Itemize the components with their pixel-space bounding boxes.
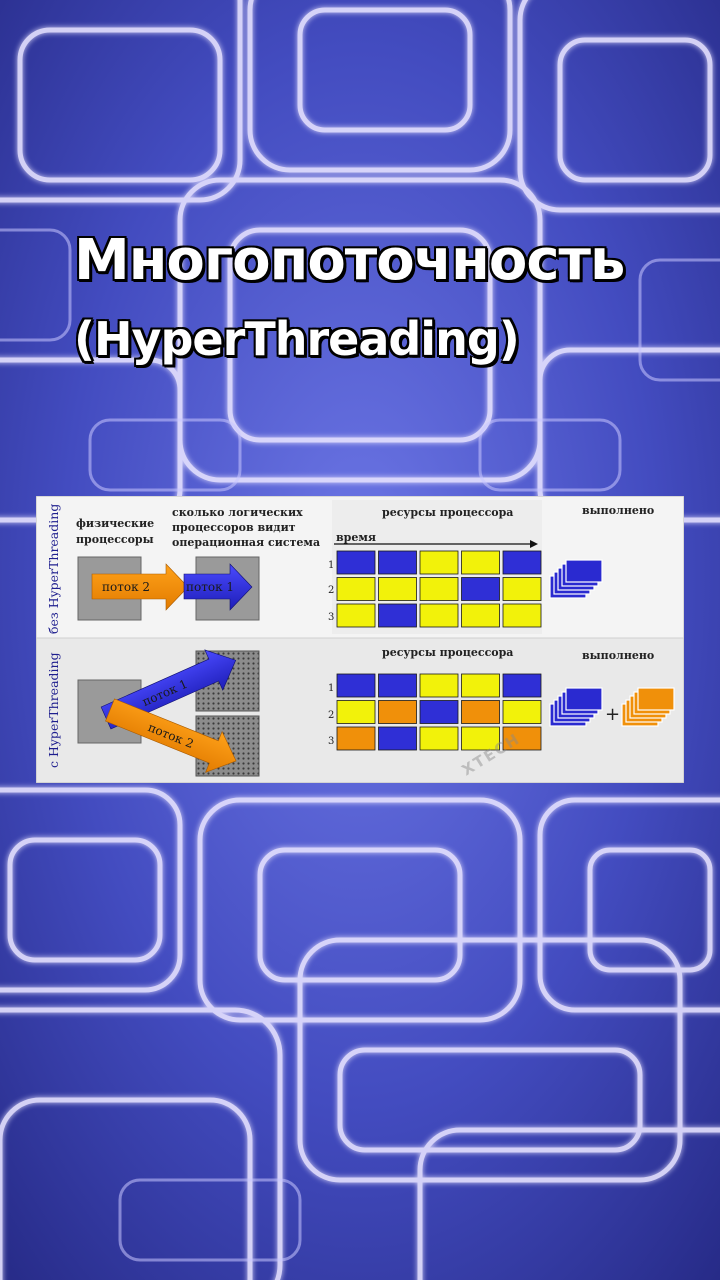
logical-label-line2: процессоров видит [172, 521, 296, 534]
resource-bottom-cell-r1-c5 [502, 673, 542, 698]
resource-top-cell-r1-c2 [378, 550, 417, 575]
done-stack-top [549, 559, 603, 599]
thread-2-arrow-top [91, 563, 189, 611]
logical-label-line3: операционная система [172, 536, 320, 549]
resource-bottom-cell-r3-c2 [378, 726, 417, 751]
resource-top-cell-r3-c1 [336, 603, 376, 628]
resource-bottom-cell-r1-c4 [461, 673, 500, 698]
resources-label-top: ресурсы процессора [382, 506, 513, 519]
done-stack-bottom-blue [549, 687, 603, 727]
row-number-top-1: 1 [328, 560, 334, 571]
thread-2-label-top: поток 2 [102, 580, 150, 594]
resource-bottom-cell-r1-c2 [378, 673, 417, 698]
resource-top-cell-r2-c1 [336, 577, 376, 601]
resource-grid-top [336, 550, 542, 628]
resource-top-cell-r2-c2 [378, 577, 417, 601]
resource-bottom-cell-r2-c1 [336, 700, 376, 724]
time-label: время [336, 531, 376, 544]
logical-processors-label: сколько логических процессоров видит опе… [172, 506, 320, 549]
physical-label-line2: процессоры [76, 533, 154, 546]
resource-top-cell-r3-c3 [419, 603, 459, 628]
done-label-top: выполнено [582, 504, 654, 517]
resource-top-cell-r2-c5 [502, 577, 542, 601]
row-number-top-3: 3 [328, 612, 334, 623]
resource-bottom-cell-r2-c2 [378, 700, 417, 724]
thread-1-arrow-top [183, 563, 253, 611]
resource-bottom-cell-r2-c5 [502, 700, 542, 724]
resource-top-cell-r3-c2 [378, 603, 417, 628]
resource-bottom-cell-r3-c3 [419, 726, 459, 751]
resource-bottom-cell-r1-c3 [419, 673, 459, 698]
resource-bottom-cell-r3-c1 [336, 726, 376, 751]
resource-bottom-cell-r2-c4 [461, 700, 500, 724]
done-label-bottom: выполнено [582, 649, 654, 662]
page-subtitle: (HyperThreading) [74, 312, 520, 366]
physical-processors-label: физические процессоры [76, 517, 158, 546]
resource-top-cell-r3-c5 [502, 603, 542, 628]
resource-grid-bottom [336, 673, 542, 751]
side-label-without-ht: без HyperThreading [46, 504, 61, 634]
thread-2-arrow-bottom [105, 698, 237, 773]
row-number-top-2: 2 [328, 585, 334, 596]
row-number-bottom-2: 2 [328, 710, 334, 721]
done-stack-bottom-orange [621, 687, 675, 727]
resources-label-bottom: ресурсы процессора [382, 646, 513, 659]
resource-top-cell-r3-c4 [461, 603, 500, 628]
row-number-bottom-3: 3 [328, 736, 334, 747]
resource-top-cell-r1-c5 [502, 550, 542, 575]
resource-bottom-cell-r3-c5 [502, 726, 542, 751]
resource-bottom-cell-r3-c4 [461, 726, 500, 751]
resource-bottom-cell-r1-c1 [336, 673, 376, 698]
thread-1-label-top: поток 1 [186, 580, 234, 594]
logical-label-line1: сколько логических [172, 506, 303, 519]
resource-top-cell-r2-c3 [419, 577, 459, 601]
physical-label-line1: физические [76, 517, 154, 530]
resource-top-cell-r1-c3 [419, 550, 459, 575]
resource-top-cell-r2-c4 [461, 577, 500, 601]
resource-top-cell-r1-c1 [336, 550, 376, 575]
row-number-bottom-1: 1 [328, 683, 334, 694]
side-label-with-ht: с HyperThreading [46, 652, 61, 768]
resource-top-cell-r1-c4 [461, 550, 500, 575]
plus-sign: + [605, 704, 620, 725]
hyperthreading-diagram: без HyperThreading с HyperThreading физи… [36, 496, 684, 783]
page-title: Многопоточность [74, 228, 625, 293]
resource-bottom-cell-r2-c3 [419, 700, 459, 724]
